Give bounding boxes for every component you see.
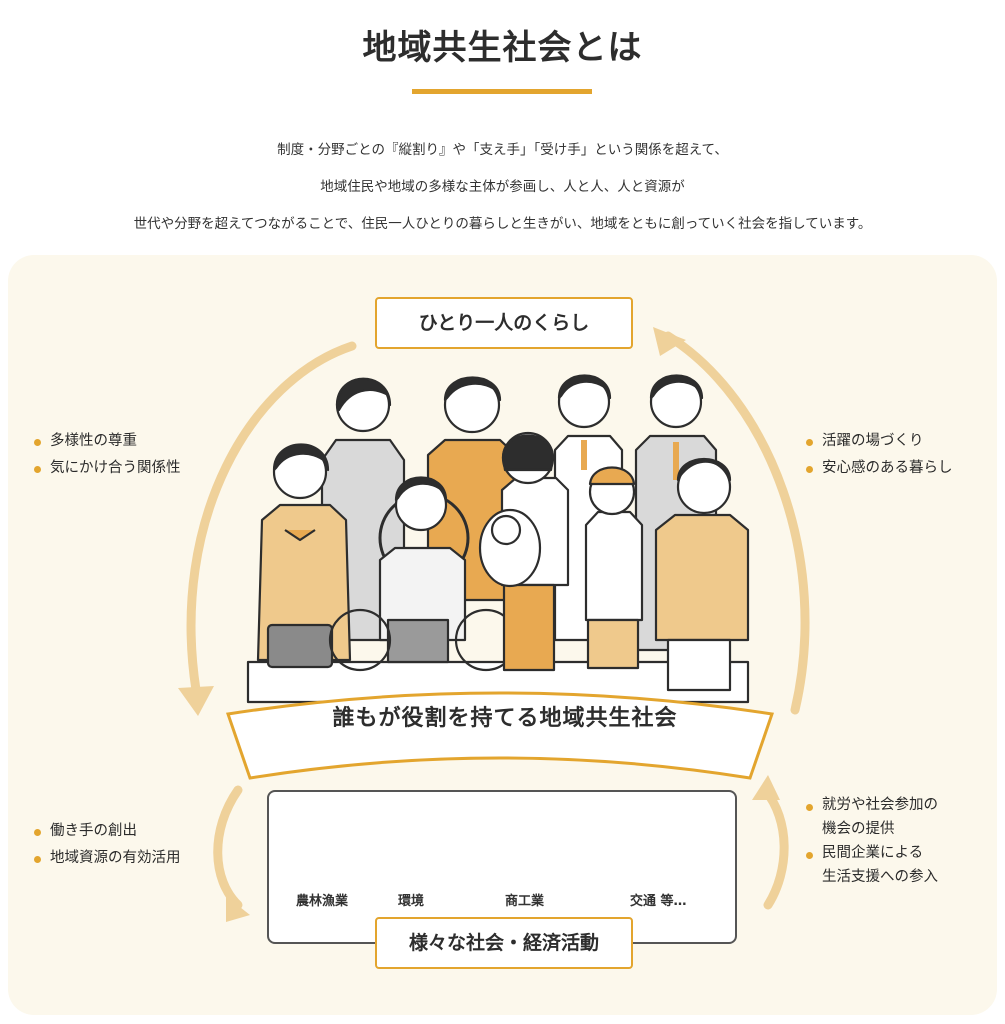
list-item-continuation: 生活支援への参入 (822, 869, 938, 885)
list-right-top: 活躍の場づくり 安心感のある暮らし (806, 428, 953, 482)
activity-label-commerce: 商工業 (505, 894, 545, 909)
arc-right-bottom (760, 785, 789, 910)
page-title: 地域共生社会とは (362, 28, 643, 68)
activity-label-env: 環境 (398, 894, 425, 909)
list-item: 活躍の場づくり (806, 428, 953, 455)
title-underline (412, 89, 592, 94)
arc-right-top (663, 331, 810, 715)
list-left-top: 多様性の尊重 気にかけ合う関係性 (34, 428, 181, 482)
banner-ribbon (225, 691, 775, 780)
intro-line-1: 制度・分野ごとの『縦割り』や「支え手」「受け手」という関係を超えて、 (277, 142, 728, 158)
list-item: 多様性の尊重 (34, 428, 181, 455)
list-item: 就労や社会参加の (806, 793, 938, 817)
banner-text: 誰もが役割を持てる地域共生社会 (332, 706, 678, 731)
list-item-continuation: 機会の提供 (822, 821, 895, 837)
list-right-bottom: 就労や社会参加の 機会の提供 民間企業による 生活支援への参入 (806, 793, 938, 889)
list-item: 民間企業による (806, 841, 938, 865)
list-left-bottom: 働き手の創出 地域資源の有効活用 (34, 818, 181, 872)
arrowhead-right-bottom (752, 775, 780, 800)
intro-line-2: 地域住民や地域の多様な主体が参画し、人と人、人と資源が (320, 179, 685, 195)
list-item: 地域資源の有効活用 (34, 845, 181, 872)
arrowhead-left-bottom (226, 896, 250, 922)
intro-text: 制度・分野ごとの『縦割り』や「支え手」「受け手」という関係を超えて、 地域住民や… (0, 132, 1005, 243)
top-label-box: ひとり一人のくらし (375, 297, 633, 349)
list-item: 働き手の創出 (34, 818, 181, 845)
intro-line-3: 世代や分野を超えてつながることで、住民一人ひとりの暮らしと生きがい、地域をともに… (133, 216, 872, 232)
arrowhead-left-top (178, 686, 214, 716)
activity-label-transport: 交通 等… (630, 894, 687, 909)
arc-left-top (186, 341, 357, 695)
list-item: 安心感のある暮らし (806, 455, 953, 482)
activity-label-agri: 農林漁業 (296, 894, 349, 909)
arc-left-bottom (213, 785, 243, 910)
arrowhead-right-top (653, 327, 686, 356)
bottom-label-box: 様々な社会・経済活動 (375, 917, 633, 969)
list-item: 気にかけ合う関係性 (34, 455, 181, 482)
people-group (246, 374, 750, 704)
